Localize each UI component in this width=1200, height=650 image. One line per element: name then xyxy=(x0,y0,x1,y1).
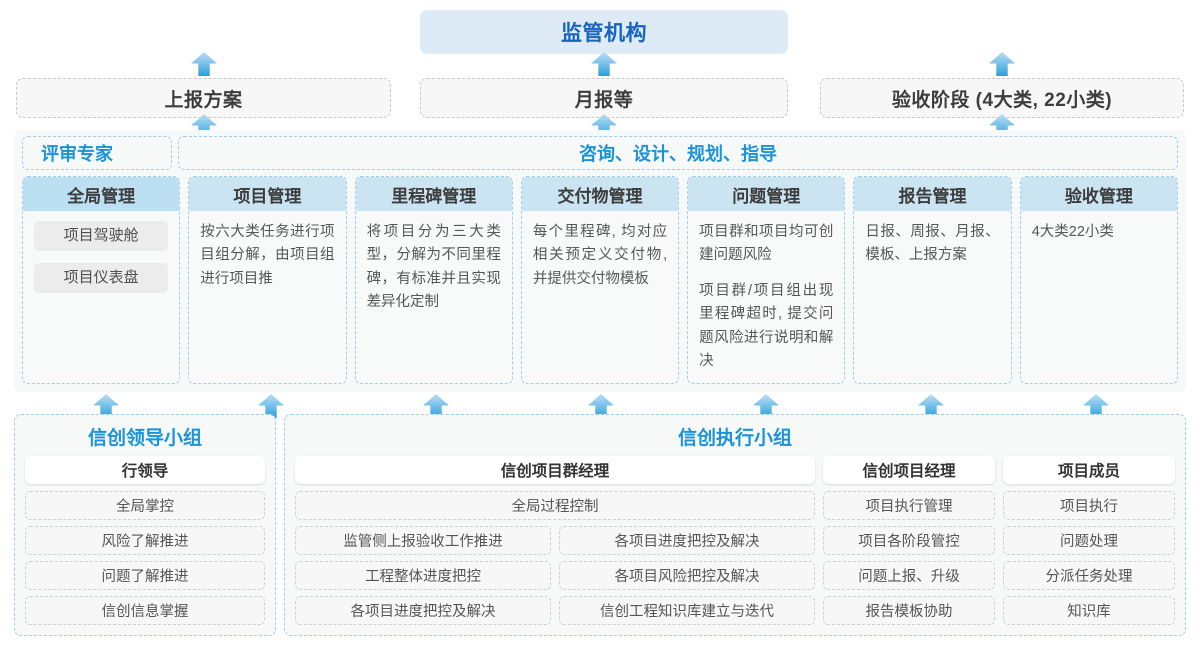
middle-panel: 评审专家 咨询、设计、规划、指导 全局管理 项目驾驶舱 项目仪表盘 项目管理 按… xyxy=(14,130,1186,392)
task-item-span[interactable]: 全局过程控制 xyxy=(295,491,815,520)
bottom-panel: 信创领导小组 行领导 全局掌控 风险了解推进 问题了解推进 信创信息掌握 信创执… xyxy=(14,414,1186,636)
column-body: 每个里程碑, 均对应相关预定义交付物,并提供交付物模板 xyxy=(522,211,678,383)
column-paragraph: 将项目分为三大类型，分解为不同里程碑，有标准并且实现差异化定制 xyxy=(366,224,501,311)
pill-item[interactable]: 项目驾驶舱 xyxy=(34,221,169,251)
column-header: 报告管理 xyxy=(854,177,1011,211)
arrow-up-icon xyxy=(191,52,217,76)
task-item[interactable]: 工程整体进度把控 xyxy=(295,561,551,590)
column-header: 项目管理 xyxy=(189,177,346,211)
program-manager-left-tasks: 监管侧上报验收工作推进 工程整体进度把控 各项目进度把控及解决 xyxy=(295,526,551,625)
task-item[interactable]: 项目执行管理 xyxy=(823,491,995,520)
program-manager-right-tasks: 各项目进度把控及解决 各项目风险把控及解决 信创工程知识库建立与迭代 xyxy=(559,526,815,625)
column-acceptance-management[interactable]: 验收管理 4大类22小类 xyxy=(1019,176,1178,384)
task-item[interactable]: 风险了解推进 xyxy=(25,526,265,555)
column-header: 交付物管理 xyxy=(521,177,679,211)
column-paragraph: 4大类22小类 xyxy=(1031,224,1114,240)
task-item[interactable]: 各项目风险把控及解决 xyxy=(559,561,815,590)
top-box-label: 月报等 xyxy=(574,89,634,111)
middle-title-label: 咨询、设计、规划、指导 xyxy=(579,144,777,164)
column-header: 问题管理 xyxy=(688,177,845,211)
arrow-up-icon xyxy=(989,52,1015,76)
column-header: 全局管理 xyxy=(23,177,180,211)
top-box-report-plan: 上报方案 xyxy=(16,78,391,118)
column-body: 将项目分为三大类型，分解为不同里程碑，有标准并且实现差异化定制 xyxy=(356,211,512,383)
group-title: 信创执行小组 xyxy=(677,428,792,449)
top-box-acceptance-stage: 验收阶段 (4大类, 22小类) xyxy=(820,78,1184,118)
column-body: 项目群和项目均可创建问题风险 项目群/项目组出现里程碑超时, 提交问题风险进行说… xyxy=(688,211,844,383)
task-item[interactable]: 各项目进度把控及解决 xyxy=(295,596,551,625)
role-block-project-member: 项目成员 项目执行 问题处理 分派任务处理 知识库 xyxy=(1003,456,1175,625)
task-item[interactable]: 监管侧上报验收工作推进 xyxy=(295,526,551,555)
role-header-project-manager[interactable]: 信创项目经理 xyxy=(823,456,995,484)
top-box-monthly-report: 月报等 xyxy=(420,78,788,118)
middle-columns: 全局管理 项目驾驶舱 项目仪表盘 项目管理 按六大类任务进行项目组分解，由项目组… xyxy=(22,176,1178,384)
arrow-up-icon xyxy=(591,52,617,76)
middle-title-consulting: 咨询、设计、规划、指导 xyxy=(178,136,1178,170)
role-block-project-manager: 信创项目经理 项目执行管理 项目各阶段管控 问题上报、升级 报告模板协助 xyxy=(823,456,995,625)
column-paragraph: 日报、周报、月报、模板、上报方案 xyxy=(865,224,1000,264)
column-report-management[interactable]: 报告管理 日报、周报、月报、模板、上报方案 xyxy=(853,176,1012,384)
column-paragraph: 按六大类任务进行项目组分解，由项目组进行项目推 xyxy=(200,224,335,287)
task-item[interactable]: 全局掌控 xyxy=(25,491,265,520)
column-deliverable-management[interactable]: 交付物管理 每个里程碑, 均对应相关预定义交付物,并提供交付物模板 xyxy=(520,176,680,384)
group-leadership: 信创领导小组 行领导 全局掌控 风险了解推进 问题了解推进 信创信息掌握 xyxy=(14,414,276,636)
column-milestone-management[interactable]: 里程碑管理 将项目分为三大类型，分解为不同里程碑，有标准并且实现差异化定制 xyxy=(354,176,513,384)
task-item[interactable]: 各项目进度把控及解决 xyxy=(559,526,815,555)
column-header: 验收管理 xyxy=(1020,177,1177,211)
task-item[interactable]: 分派任务处理 xyxy=(1003,561,1175,590)
task-item[interactable]: 知识库 xyxy=(1003,596,1175,625)
program-manager-subcolumns: 监管侧上报验收工作推进 工程整体进度把控 各项目进度把控及解决 各项目进度把控及… xyxy=(295,526,815,625)
column-paragraph: 项目群/项目组出现里程碑超时, 提交问题风险进行说明和解决 xyxy=(699,282,834,370)
column-body: 项目驾驶舱 项目仪表盘 xyxy=(23,211,179,383)
regulator-box: 监管机构 xyxy=(420,10,788,54)
column-global-management[interactable]: 全局管理 项目驾驶舱 项目仪表盘 xyxy=(22,176,181,384)
role-header-bank-leader[interactable]: 行领导 xyxy=(25,456,265,484)
top-box-label: 上报方案 xyxy=(164,89,243,111)
task-item[interactable]: 信创信息掌握 xyxy=(25,596,265,625)
column-project-management[interactable]: 项目管理 按六大类任务进行项目组分解，由项目组进行项目推 xyxy=(188,176,347,384)
regulator-label: 监管机构 xyxy=(561,22,647,45)
task-item[interactable]: 项目各阶段管控 xyxy=(823,526,995,555)
task-item[interactable]: 信创工程知识库建立与迭代 xyxy=(559,596,815,625)
column-body: 4大类22小类 xyxy=(1021,211,1177,383)
task-item[interactable]: 问题了解推进 xyxy=(25,561,265,590)
role-header-project-member[interactable]: 项目成员 xyxy=(1003,456,1175,484)
top-box-label: 验收阶段 (4大类, 22小类) xyxy=(891,89,1113,111)
column-issue-management[interactable]: 问题管理 项目群和项目均可创建问题风险 项目群/项目组出现里程碑超时, 提交问题… xyxy=(687,176,846,384)
task-item[interactable]: 项目执行 xyxy=(1003,491,1175,520)
pill-item[interactable]: 项目仪表盘 xyxy=(34,263,169,293)
column-header: 里程碑管理 xyxy=(355,177,512,211)
column-body: 日报、周报、月报、模板、上报方案 xyxy=(854,211,1010,383)
task-item[interactable]: 报告模板协助 xyxy=(823,596,995,625)
execution-columns: 信创项目群经理 全局过程控制 监管侧上报验收工作推进 工程整体进度把控 各项目进… xyxy=(295,456,1175,625)
column-paragraph: 项目群和项目均可创建问题风险 xyxy=(699,224,834,264)
role-header-program-manager[interactable]: 信创项目群经理 xyxy=(295,456,815,484)
role-block-program-manager: 信创项目群经理 全局过程控制 监管侧上报验收工作推进 工程整体进度把控 各项目进… xyxy=(295,456,815,625)
task-item[interactable]: 问题处理 xyxy=(1003,526,1175,555)
column-paragraph: 每个里程碑, 均对应相关预定义交付物,并提供交付物模板 xyxy=(532,224,668,287)
group-title: 信创领导小组 xyxy=(87,428,202,449)
group-execution: 信创执行小组 信创项目群经理 全局过程控制 监管侧上报验收工作推进 工程整体进度… xyxy=(284,414,1186,636)
task-item[interactable]: 问题上报、升级 xyxy=(823,561,995,590)
middle-title-review-experts: 评审专家 xyxy=(22,136,172,170)
column-body: 按六大类任务进行项目组分解，由项目组进行项目推 xyxy=(189,211,345,383)
middle-title-label: 评审专家 xyxy=(41,144,113,164)
